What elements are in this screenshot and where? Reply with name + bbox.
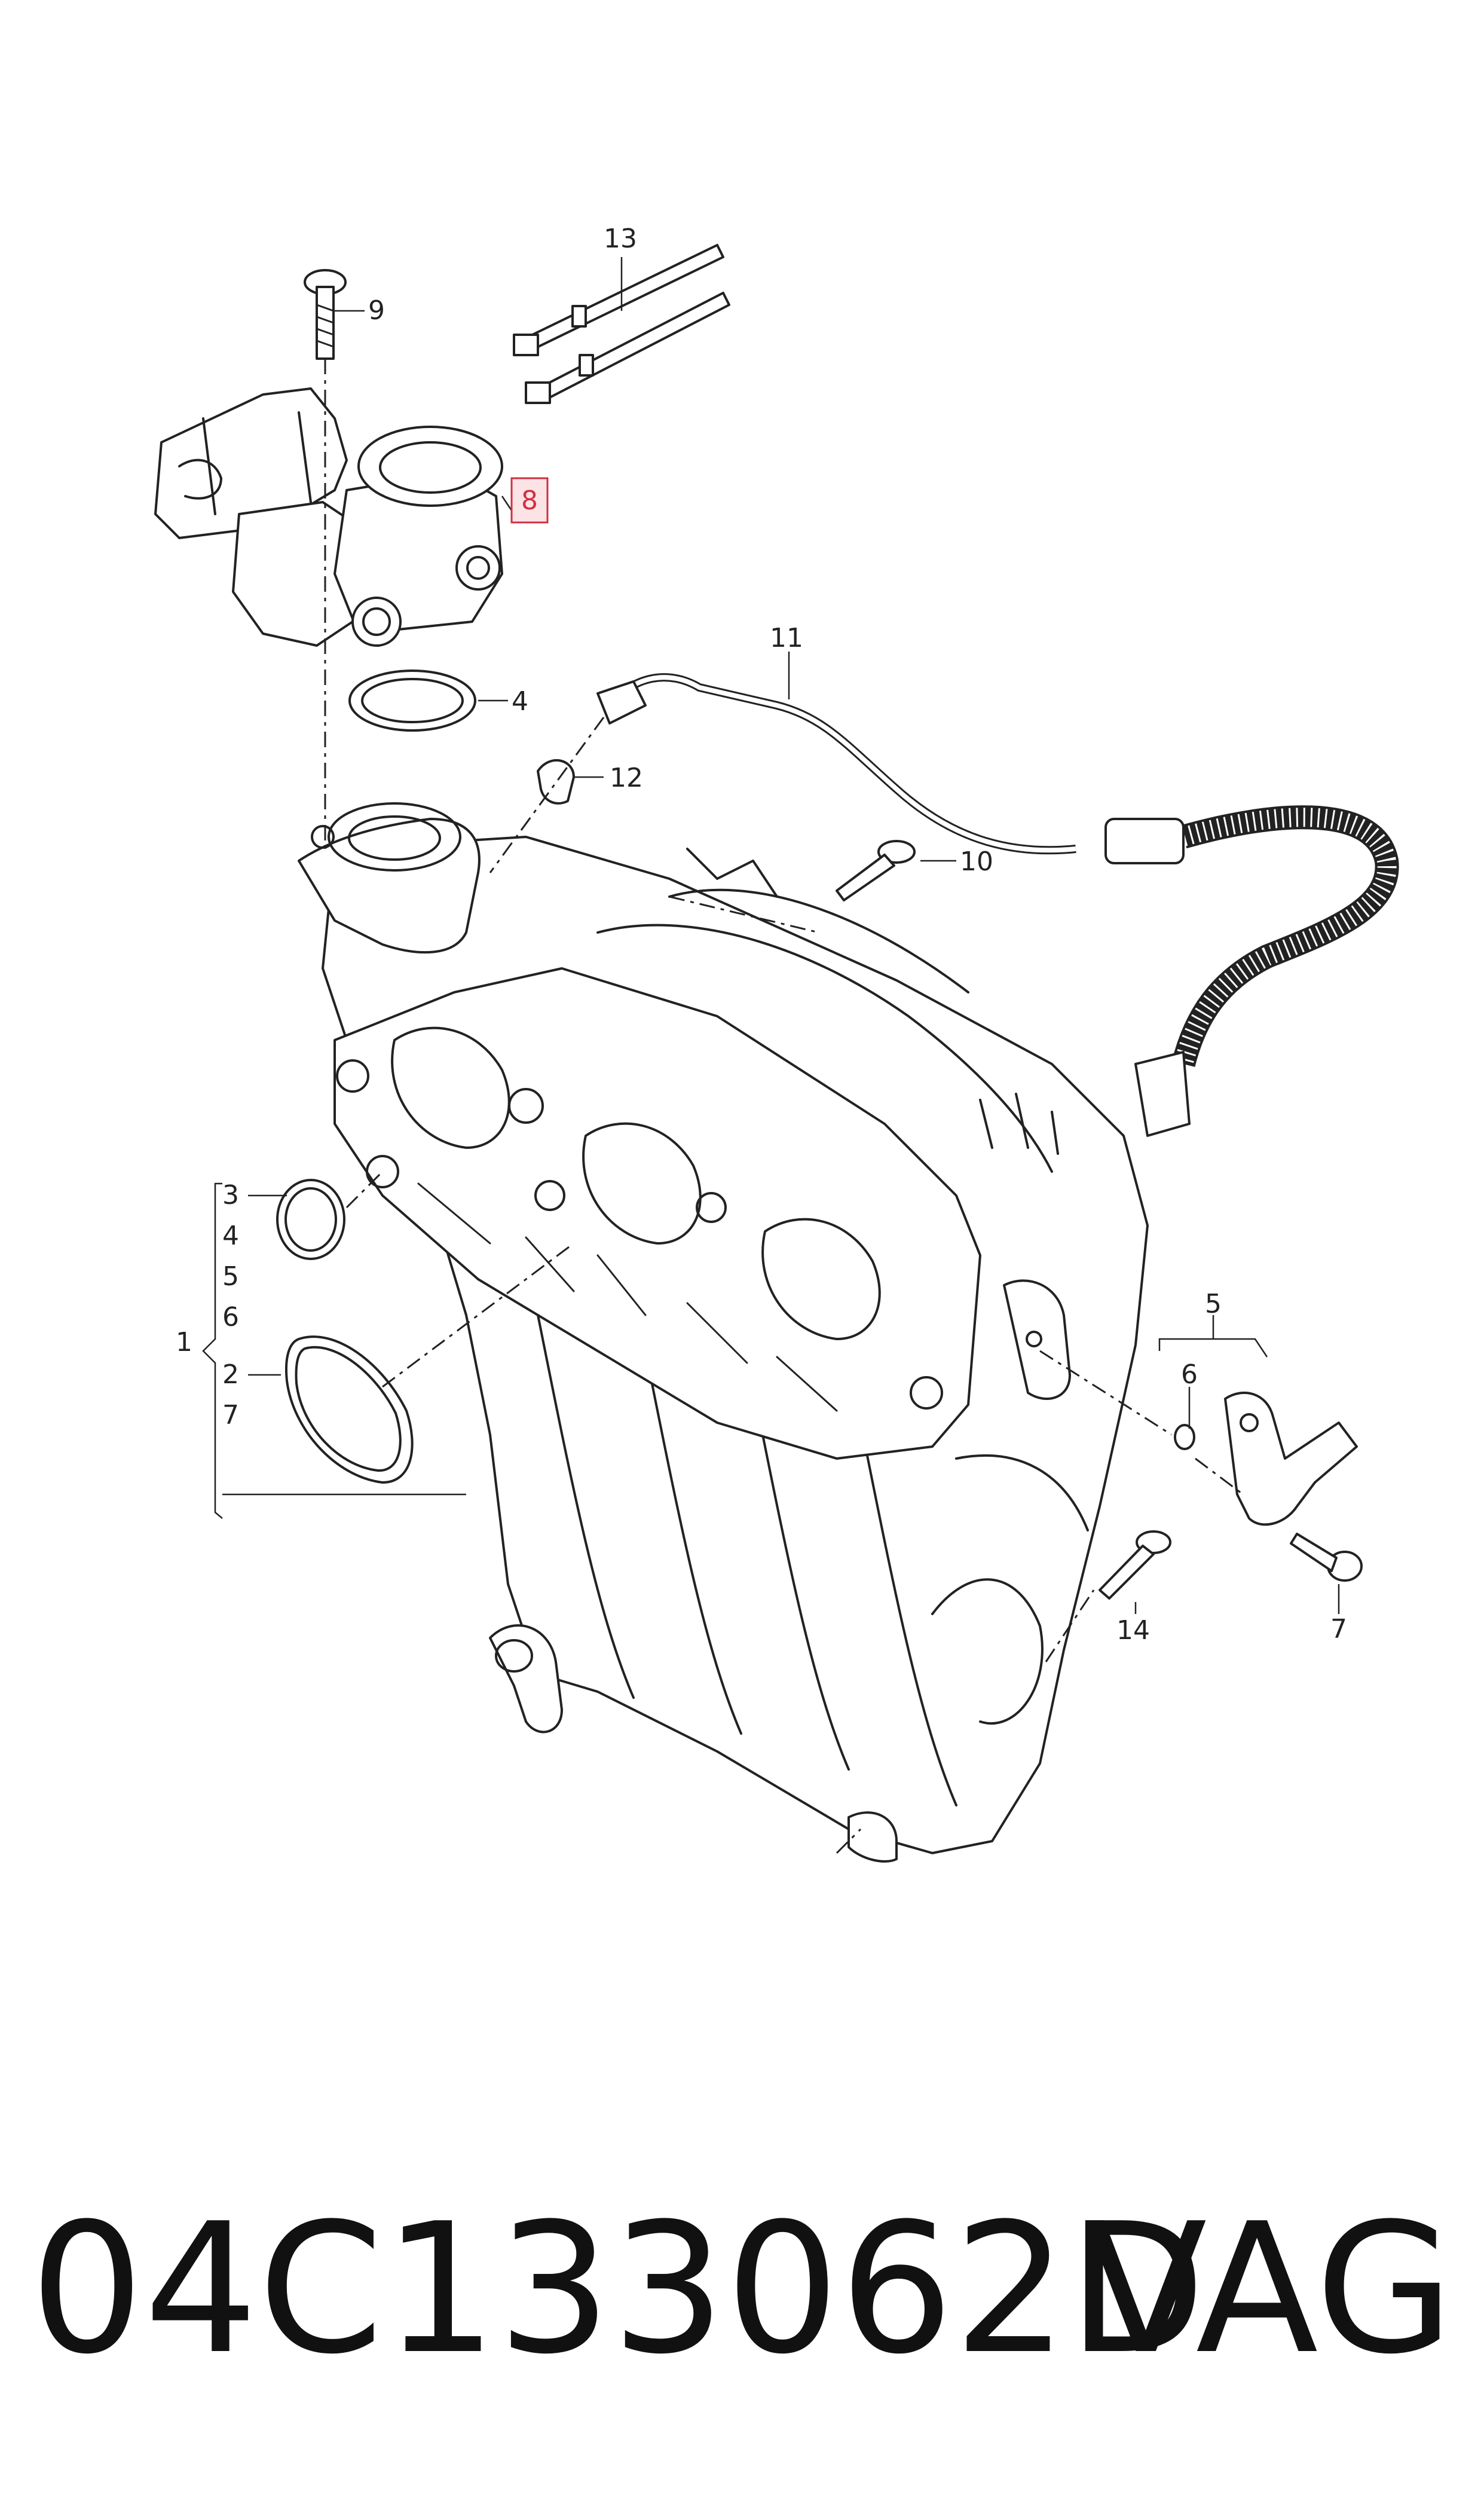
hose-clip: [537, 759, 575, 805]
assembly-lines: [324, 359, 1244, 1854]
part-number: 04C133062D: [30, 2185, 1206, 2393]
callout-9: 9: [368, 295, 385, 326]
callout-11: 11: [770, 623, 803, 653]
callout-7-sensor: 7: [1330, 1614, 1347, 1644]
highlight-box-8: [510, 477, 549, 524]
callout-labels: 9 13 8 4 11 12 10 3 4 5 6 1 2 7 5 6 7 14: [176, 224, 1347, 1646]
callout-12: 12: [610, 763, 643, 793]
bolt-7: [1290, 1533, 1363, 1582]
callout-1: 1: [176, 1327, 192, 1358]
leader-lines: [202, 257, 1340, 1614]
callout-6-list: 6: [222, 1302, 239, 1332]
callout-3: 3: [222, 1180, 239, 1210]
callout-13: 13: [604, 224, 637, 254]
bolt-9: [304, 269, 347, 360]
bolt-14: [1099, 1530, 1171, 1600]
callout-6-sensor: 6: [1181, 1359, 1198, 1390]
callout-10: 10: [960, 846, 993, 877]
gasket-2: [285, 1335, 414, 1484]
o-ring-gasket: [348, 670, 476, 732]
pressure-sensor: [1174, 1392, 1358, 1526]
callout-5-sensor: 5: [1205, 1289, 1222, 1319]
bolt-10: [836, 840, 916, 901]
callout-4-top: 4: [512, 686, 528, 717]
brand-label: VAG: [1084, 2185, 1454, 2393]
gasket-ring-3: [276, 1179, 345, 1260]
callout-7-list: 7: [222, 1400, 239, 1430]
vent-hose: [596, 673, 1399, 1137]
intake-manifold: [298, 802, 1149, 1863]
throttle-body: [154, 387, 503, 647]
callout-5-list: 5: [222, 1261, 239, 1292]
callout-4-list: 4: [222, 1221, 239, 1251]
callout-2: 2: [222, 1359, 239, 1390]
callout-14: 14: [1116, 1615, 1150, 1646]
callout-8: 8: [521, 485, 538, 516]
